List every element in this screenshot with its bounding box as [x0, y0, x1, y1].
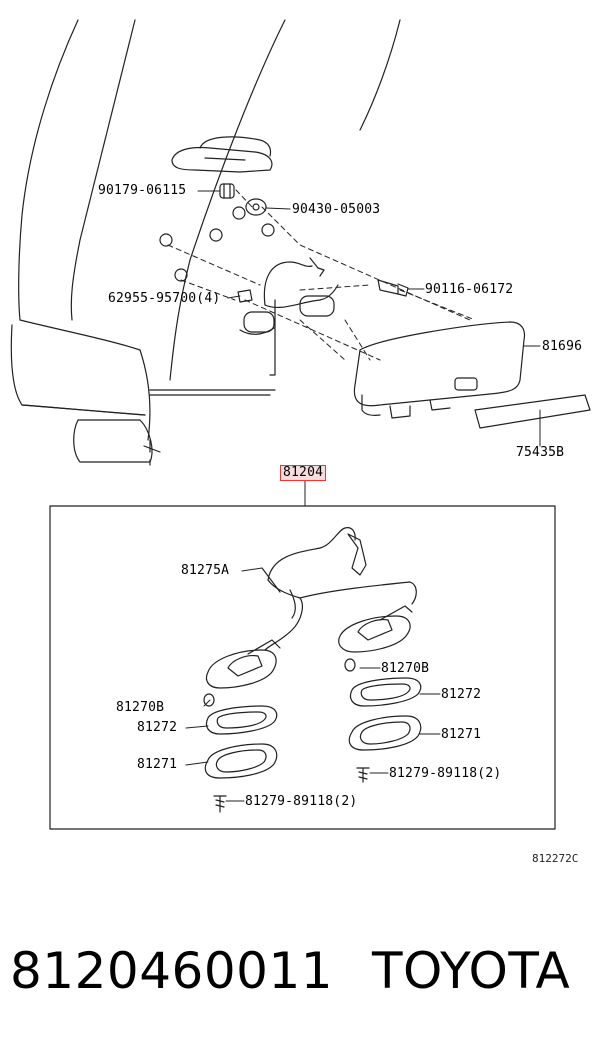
callout-81279-right: 81279-89118(2) [389, 766, 502, 781]
screws-lower [213, 767, 370, 813]
callout-81272-right: 81272 [441, 687, 482, 702]
nut-90179 [219, 183, 235, 199]
grommet-90430 [245, 198, 267, 216]
emblem-75435 [474, 394, 591, 429]
lamp-housing-81696 [353, 321, 526, 419]
callout-81270b-left: 81270B [116, 700, 165, 715]
gasket-right [349, 677, 422, 707]
callout-81272-left: 81272 [137, 720, 178, 735]
callout-81279-left: 81279-89118(2) [245, 794, 358, 809]
clip-62955 [237, 289, 253, 303]
callout-90116: 90116-06172 [425, 282, 514, 297]
parts-diagram [10, 19, 591, 830]
figure-id: 812272C [532, 852, 579, 865]
brand-name: TOYOTA [372, 942, 571, 1000]
vehicle-rear-outline [10, 19, 401, 466]
callout-62955: 62955-95700(4) [108, 291, 221, 306]
callout-81271-left: 81271 [137, 757, 178, 772]
leaders-lower [185, 567, 441, 802]
lamp-socket-left [205, 639, 281, 689]
gasket-left [205, 705, 278, 735]
callout-81270b-right: 81270B [381, 661, 430, 676]
lamp-socket-right [338, 605, 413, 653]
bulbs [203, 658, 356, 707]
assembly-frame [49, 505, 556, 830]
callout-75435: 75435B [516, 445, 565, 460]
footer: 8120460011 TOYOTA [0, 935, 600, 1015]
wire-harness-lower [261, 527, 417, 651]
lens-left [204, 743, 278, 779]
mounting-holes [159, 206, 275, 282]
leaders-upper [197, 190, 541, 447]
callout-90179: 90179-06115 [98, 183, 187, 198]
callout-81696: 81696 [542, 339, 583, 354]
callout-81271-right: 81271 [441, 727, 482, 742]
callout-81204-highlighted[interactable]: 81204 [280, 465, 327, 481]
guide-lines [167, 189, 476, 361]
part-number: 8120460011 [10, 942, 334, 1000]
wire-harness-upper [239, 257, 339, 335]
lens-right [348, 715, 422, 751]
callout-81275: 81275A [181, 563, 230, 578]
callout-90430: 90430-05003 [292, 202, 381, 217]
door-handle [171, 136, 273, 173]
screw-90116 [377, 279, 409, 297]
